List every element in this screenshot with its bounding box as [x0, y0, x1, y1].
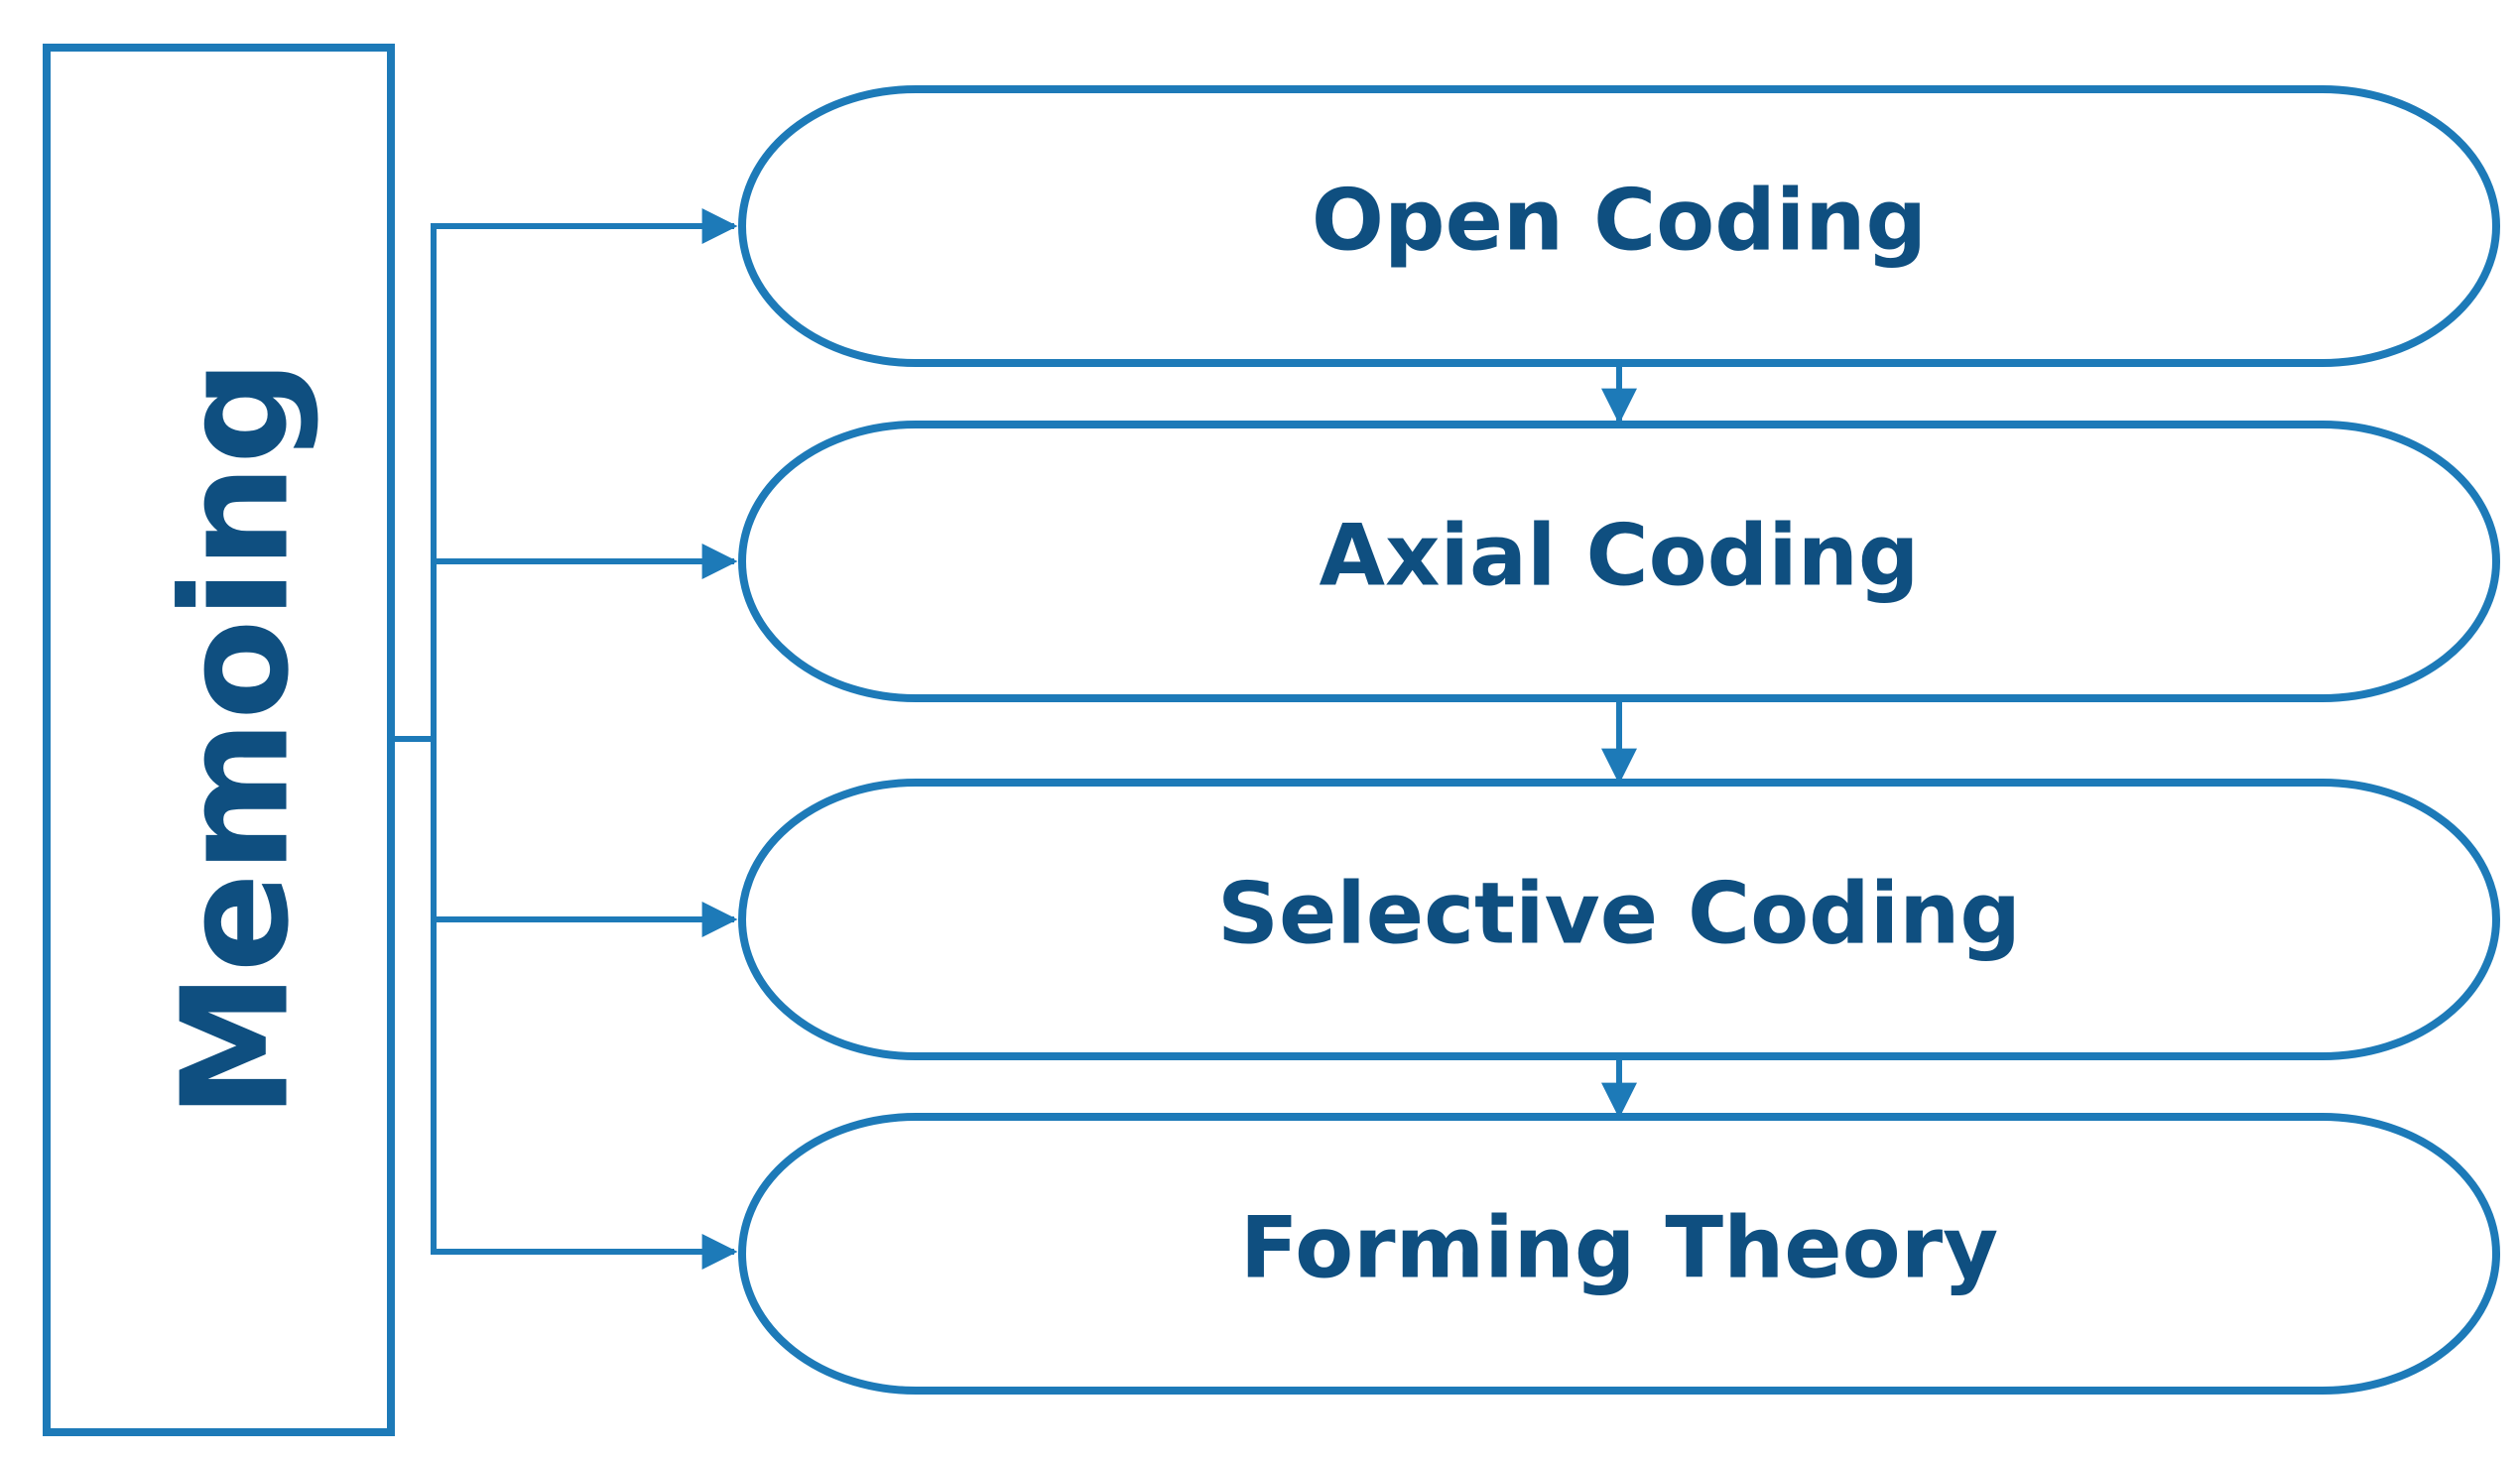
step-label: Forming Theory [1240, 1198, 1998, 1297]
step-open-coding: Open Coding [738, 85, 2500, 367]
memoing-box [43, 44, 395, 1436]
step-label: Selective Coding [1217, 864, 2021, 963]
step-pill [738, 1113, 2500, 1395]
step-pill [738, 779, 2500, 1060]
step-axial-coding: Axial Coding [738, 421, 2500, 702]
step-forming-theory: Forming Theory [738, 1113, 2500, 1395]
step-selective-coding: Selective Coding [738, 779, 2500, 1060]
step-label: Axial Coding [1320, 506, 1920, 605]
memoing-label: Memoing [151, 359, 321, 1119]
step-pill [738, 85, 2500, 367]
step-pill [738, 421, 2500, 702]
step-label: Open Coding [1312, 171, 1927, 270]
